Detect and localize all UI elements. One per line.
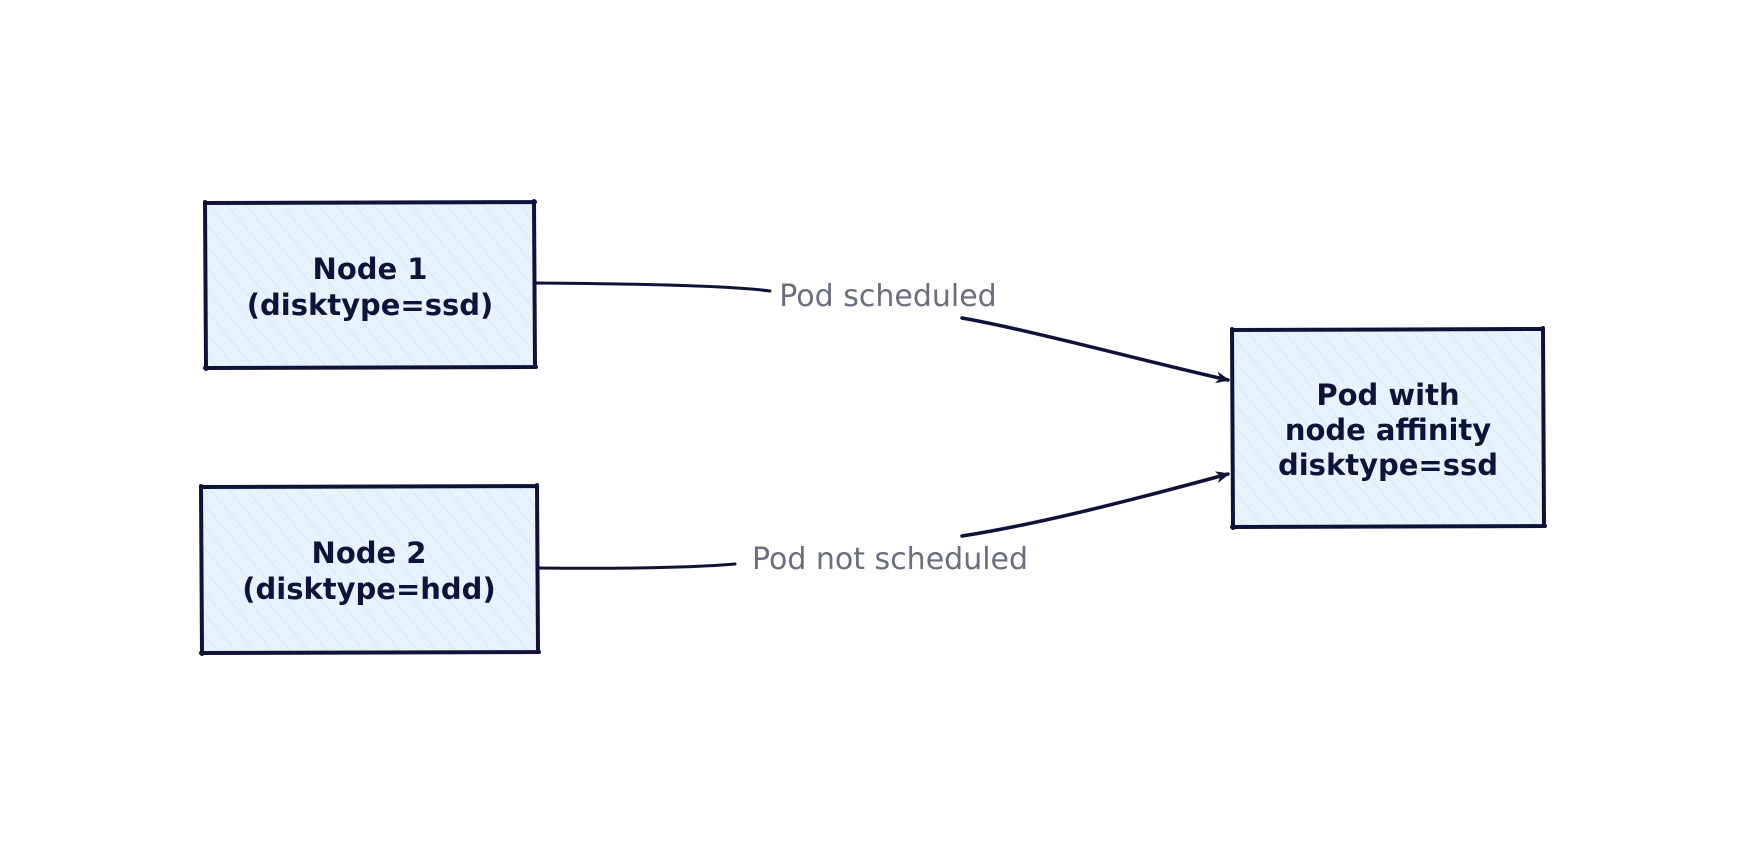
edge-path-scheduled-tail — [960, 316, 1230, 384]
node-box-node2: Node 2 (disktype=hdd) — [199, 483, 541, 656]
node-label-node1-line2: (disktype=ssd) — [247, 288, 494, 322]
edge-node1-to-pod: Pod scheduled — [533, 279, 1230, 384]
node-label-node2-line2: (disktype=hdd) — [242, 572, 495, 606]
edge-path-not-scheduled — [536, 562, 737, 570]
node-label-pod-line2: node affinity — [1285, 413, 1491, 447]
edge-node2-to-pod: Pod not scheduled — [536, 471, 1230, 577]
node-label-node2-line1: Node 2 — [312, 536, 427, 570]
node-label-node1-line1: Node 1 — [313, 252, 428, 286]
edge-label-not-scheduled: Pod not scheduled — [752, 542, 1028, 577]
edge-label-scheduled: Pod scheduled — [779, 279, 996, 314]
edge-path-not-scheduled-tail — [960, 471, 1230, 538]
node-box-node1: Node 1 (disktype=ssd) — [203, 199, 538, 371]
node-label-pod-line1: Pod with — [1316, 378, 1459, 412]
node-label-pod-line3: disktype=ssd — [1278, 448, 1498, 482]
edge-path-scheduled — [533, 281, 772, 293]
node-box-pod: Pod with node affinity disktype=ssd — [1230, 326, 1547, 530]
